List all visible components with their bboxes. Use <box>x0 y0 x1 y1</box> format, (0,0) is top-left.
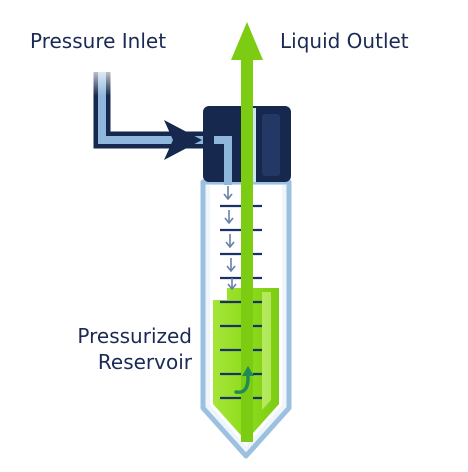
reservoir-label-line1: Pressurized <box>77 324 192 348</box>
up-arrow-icon <box>231 22 263 442</box>
right-arrow-icon <box>164 120 202 160</box>
pressure-inlet-label: Pressure Inlet <box>30 29 166 53</box>
inlet-tubing-through-cap <box>214 136 232 185</box>
reservoir-label-line2: Reservoir <box>98 350 193 374</box>
curved-up-arrow-icon <box>234 366 254 394</box>
liquid-outlet-label: Liquid Outlet <box>280 29 409 53</box>
down-arrow-icon <box>223 186 237 291</box>
